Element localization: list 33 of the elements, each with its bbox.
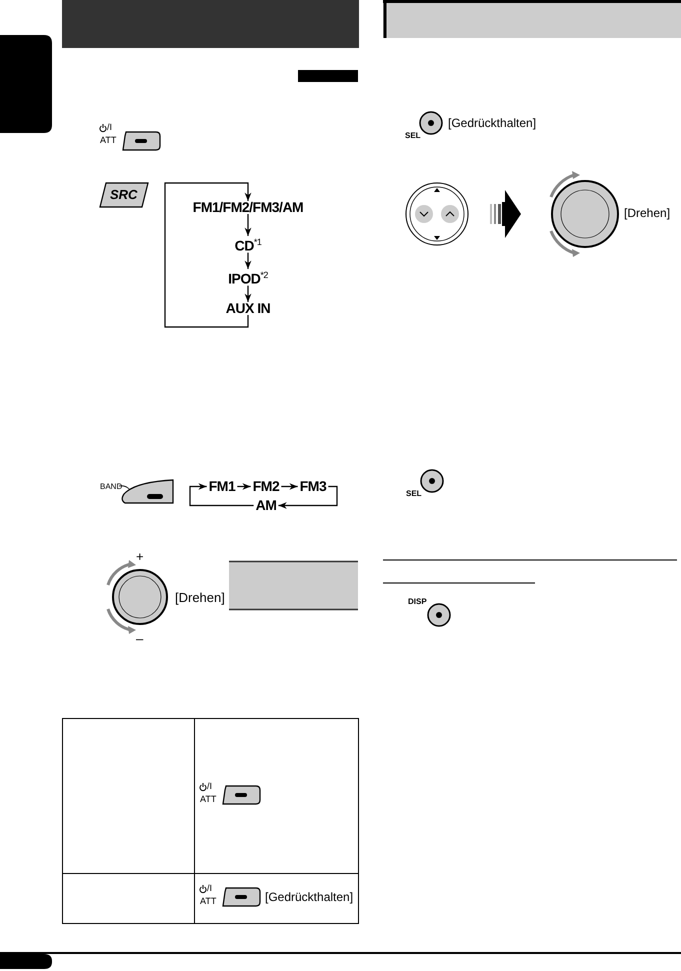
button-label: /I: [107, 121, 112, 133]
arrow: [244, 252, 252, 269]
source-option: CD$^{*1}$: [234, 235, 262, 254]
arrow: [244, 214, 252, 236]
button-label: SEL: [405, 130, 421, 142]
button-label: –: [136, 633, 144, 645]
button-label: BAND: [100, 481, 122, 493]
arrow: [237, 483, 251, 490]
button-label: [Gedrückthalten]: [265, 891, 354, 903]
button-label: ATT: [200, 895, 216, 907]
arrow: [164, 182, 252, 328]
button-label: SEL: [406, 488, 422, 500]
source-option: FM2: [252, 479, 280, 494]
button-label: [Drehen]: [175, 592, 225, 604]
source-option: FM1/FM2/FM3/AM: [192, 200, 304, 215]
source-option: AUX IN: [226, 301, 270, 316]
source-option: AM: [256, 498, 276, 513]
button-label: ATT: [200, 793, 216, 805]
arrow: [278, 486, 338, 509]
button-label: /I: [207, 882, 212, 894]
arrow: [189, 483, 254, 506]
source-option: FM1: [208, 479, 236, 494]
source-option: FM3: [300, 479, 326, 494]
button-label: [Gedrückthalten]: [448, 117, 536, 129]
source-option: IPOD$^{*2}$: [228, 268, 268, 287]
button-label: /I: [207, 780, 212, 792]
button-label: +: [136, 551, 144, 563]
button-label: SRC: [110, 189, 138, 201]
button-label: [Drehen]: [624, 207, 670, 219]
arrow: [281, 483, 298, 490]
arrow: [244, 286, 252, 302]
button-label: ATT: [100, 134, 116, 146]
button-label: DISP: [408, 596, 427, 608]
